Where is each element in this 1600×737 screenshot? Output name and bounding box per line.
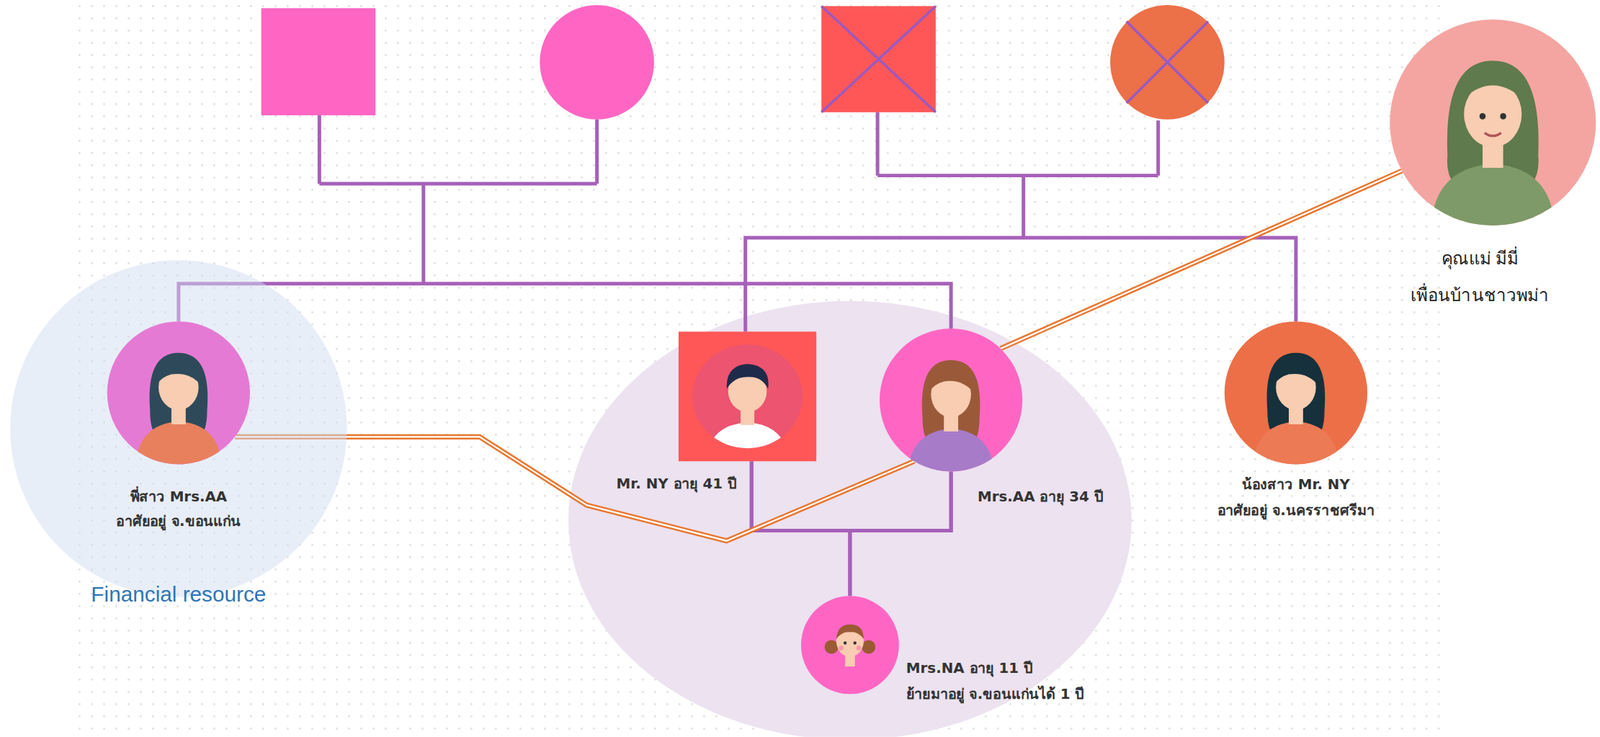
person-circle [879,328,1023,472]
parent-lines [319,112,1158,284]
person-node: Mrs.NA อายุ 11 ปีย้ายมาอยู่ จ.ขอนแก่นได้… [801,595,900,694]
person-circle [1224,321,1368,464]
male-square [678,331,817,462]
node-label: Mrs.AA อายุ 34 ปี [977,488,1104,506]
grandmother-circle [539,5,655,120]
deceased-grandmother [1110,5,1225,120]
node-label: เพื่อนบ้านชาวพม่า [1410,285,1550,307]
node-label: อาศัยอยู่ จ.ขอนแก่น [115,512,241,531]
node-label: พี่สาว Mrs.AA [130,488,228,506]
grandfather-square [261,7,377,116]
person-node: คุณแม่ มีมี่เพื่อนบ้านชาวพม่า [1389,19,1596,226]
node-label: คุณแม่ มีมี่ [1441,248,1519,270]
family-line [751,461,851,596]
household-ellipse [568,301,1132,737]
node-label: Mr. NY อายุ 41 ปี [616,475,737,493]
person-node: พี่สาว Mrs.AAอาศัยอยู่ จ.ขอนแก่น [107,321,250,464]
node-label: ย้ายมาอยู่ จ.ขอนแก่นได้ 1 ปี [906,685,1085,703]
person-node: Mr. NY อายุ 41 ปี [678,331,817,462]
node-label: Financial resource [90,581,266,608]
node-label: น้องสาว Mr. NY [1241,476,1351,494]
node-label: อาศัยอยู่ จ.นครราชศรีมา [1217,501,1375,519]
person-node: น้องสาว Mr. NYอาศัยอยู่ จ.นครราชศรีมา [1224,321,1368,464]
person-circle [1389,19,1596,226]
relationship-line [1000,170,1402,349]
node-label: Mrs.NA อายุ 11 ปี [906,659,1034,678]
person-node: Financial resourceพี่สาว Mrs.AAอาศัยอยู่… [10,260,347,597]
family-line [850,471,951,596]
person-node: Mrs.AA อายุ 34 ปี [879,328,1023,472]
person-circle [801,595,900,694]
deceased-grandfather [821,5,936,112]
person-circle [107,321,250,464]
